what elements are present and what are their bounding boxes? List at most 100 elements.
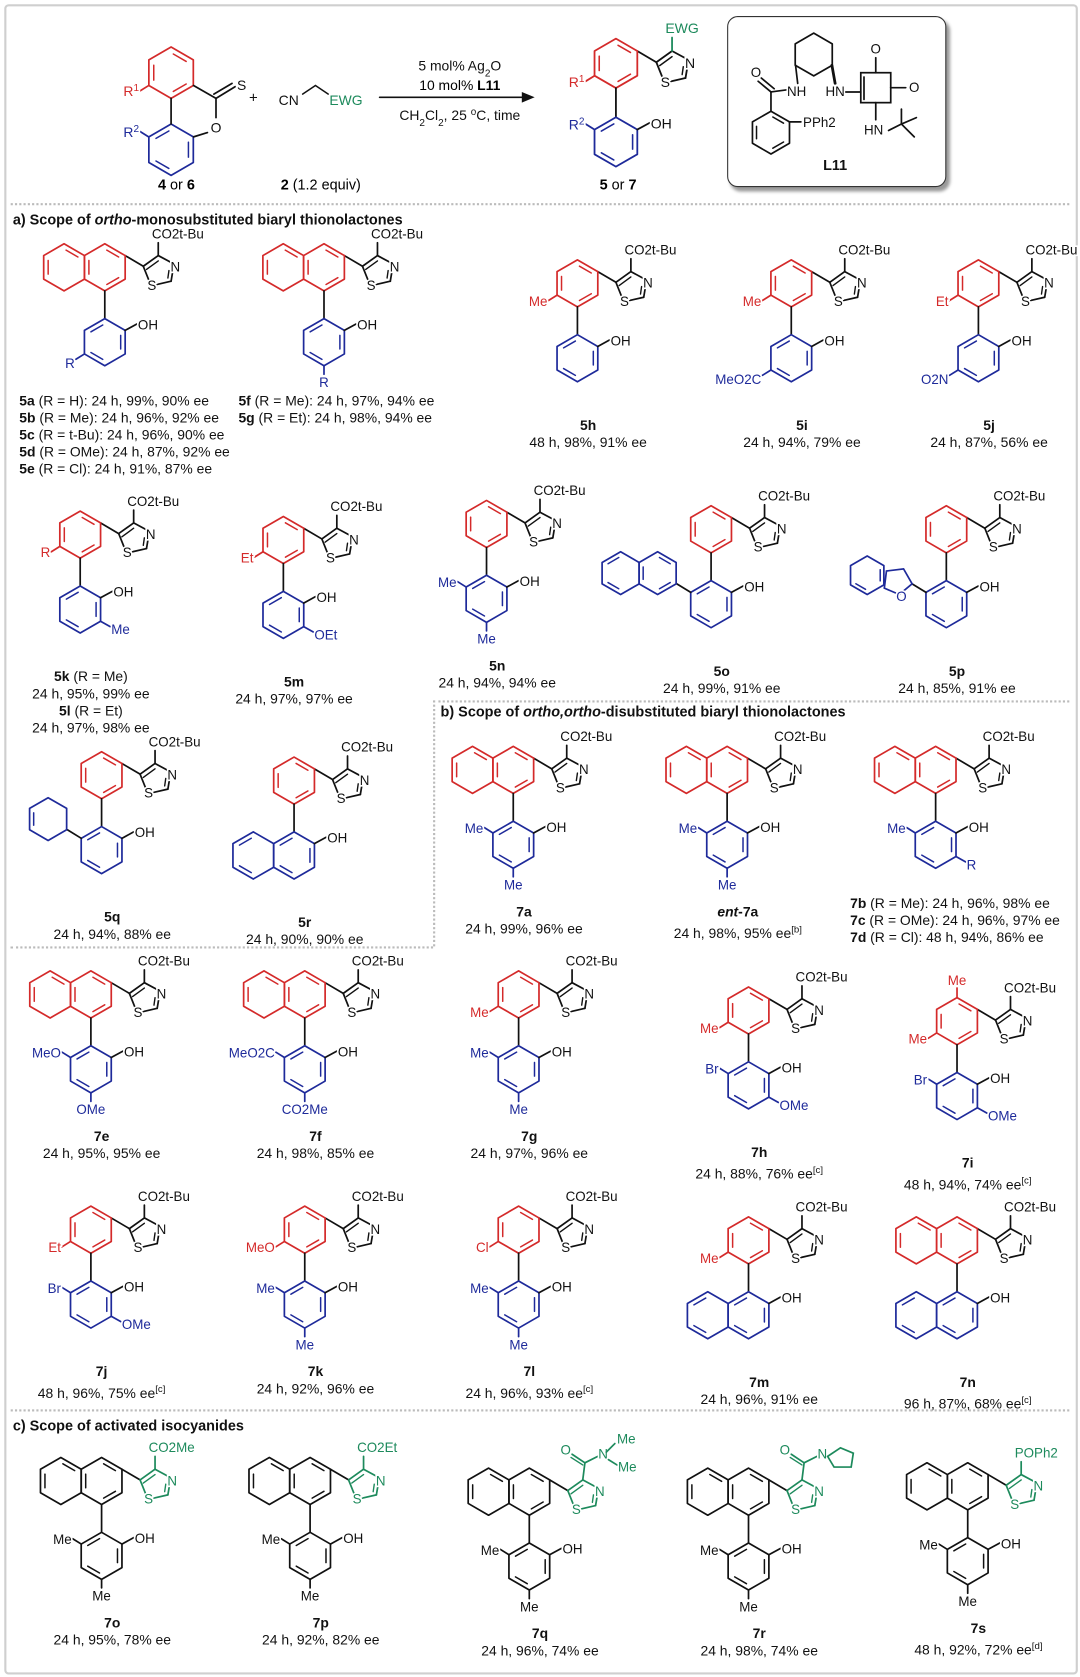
bond [335, 773, 349, 784]
bond [370, 1229, 375, 1245]
bond [1020, 1473, 1036, 1483]
ortho-substituent-label: Me [470, 1046, 489, 1061]
bottom-arene [556, 333, 599, 383]
bond [92, 976, 106, 985]
bottom-benzene-ring [914, 820, 957, 870]
thiazole-ring: NS [550, 757, 590, 797]
bond [618, 276, 632, 287]
top-benzene-ring [58, 510, 102, 560]
bottom-arene [705, 820, 749, 870]
bond [106, 249, 120, 258]
label-part: or [608, 177, 629, 193]
hydroxyl-label: OH [824, 333, 844, 348]
bond [530, 1501, 544, 1510]
bond [110, 1217, 131, 1230]
bond [556, 1217, 573, 1230]
divider [10, 203, 1070, 206]
bond [813, 1240, 818, 1256]
nitrogen-atom: N [167, 768, 177, 783]
bond [955, 855, 967, 863]
result-text: 48 h, 92%, 72% ee [914, 1641, 1032, 1658]
bond [927, 1078, 938, 1086]
ewg-label: CO2t-Bu [138, 1189, 190, 1204]
compound-label: 7i [961, 1154, 974, 1171]
result-text: (R = Me): 24 h, 97%, 94% ee [250, 392, 435, 409]
thiazole-ring: NS [828, 270, 868, 310]
bond [969, 1495, 983, 1505]
bond [62, 1463, 76, 1472]
bond [801, 1479, 817, 1489]
bond [519, 1239, 534, 1248]
top-benzene-ring [283, 970, 326, 1019]
bond [550, 767, 560, 786]
ewg-label: CO2t-Bu [560, 729, 612, 744]
label-part: 7 [628, 177, 636, 193]
result-text: (R = Me): 24 h, 96%, 92% ee [35, 409, 219, 426]
bond [901, 1297, 915, 1306]
ewg-label: EWG [665, 20, 698, 36]
bond [767, 1227, 788, 1241]
bond [313, 767, 334, 781]
oxygen-atom: O [871, 41, 881, 56]
sulfur-atom: S [791, 1021, 800, 1036]
furan-ring [883, 567, 914, 596]
bond [767, 1547, 782, 1556]
bond [324, 1285, 338, 1294]
bond [767, 997, 788, 1011]
bond [607, 1458, 618, 1466]
bond [965, 516, 986, 530]
top-substituent-label: Me [470, 1005, 489, 1020]
caption-line: 24 h, 87%, 56% ee [893, 434, 1080, 451]
footnote-marker: [c] [1021, 1394, 1032, 1406]
bond [170, 267, 175, 283]
top-substituent-label: Me [909, 1032, 928, 1047]
caption-line: 7e [5, 1128, 197, 1145]
result-text: (R = Cl): 24 h, 91%, 87% ee [34, 460, 213, 477]
para-substituent-label: CO2Me [282, 1102, 328, 1117]
nitrogen-atom: N [584, 987, 594, 1002]
hydroxyl-label: OH [562, 1542, 582, 1557]
bond [559, 987, 573, 998]
top-benzene-ring [69, 970, 113, 1019]
caption-line: 5f (R = Me): 24 h, 97%, 94% ee [238, 392, 434, 409]
bond [800, 1023, 816, 1029]
thiazole-ring: NS [139, 1468, 179, 1508]
bond [658, 55, 673, 67]
top-substituent-label: R1 [569, 73, 585, 89]
bond [504, 1051, 518, 1060]
hydroxyl-label: OH [979, 579, 999, 594]
bond [102, 784, 117, 794]
nitrogen-atom: N [643, 276, 653, 291]
bond [389, 267, 394, 283]
nitrogen-atom: N [814, 1003, 824, 1018]
sulfur-atom: S [561, 1240, 570, 1255]
bond [86, 1565, 101, 1574]
bond [527, 516, 541, 527]
bond [128, 1217, 146, 1230]
caption-line: 48 h, 92%, 72% ee[d] [882, 1637, 1074, 1659]
bond [121, 527, 135, 538]
bond [346, 767, 363, 778]
hydroxyl-label: OH [760, 820, 780, 835]
bond [786, 1479, 803, 1492]
bond [547, 294, 558, 302]
ortho-substituent-label: Br [705, 1062, 719, 1077]
ewg-label: CO2t-Bu [983, 729, 1035, 744]
bond [948, 369, 959, 377]
bond [987, 782, 1003, 788]
bond [979, 292, 994, 302]
bond [155, 130, 170, 140]
bond [570, 1007, 586, 1013]
